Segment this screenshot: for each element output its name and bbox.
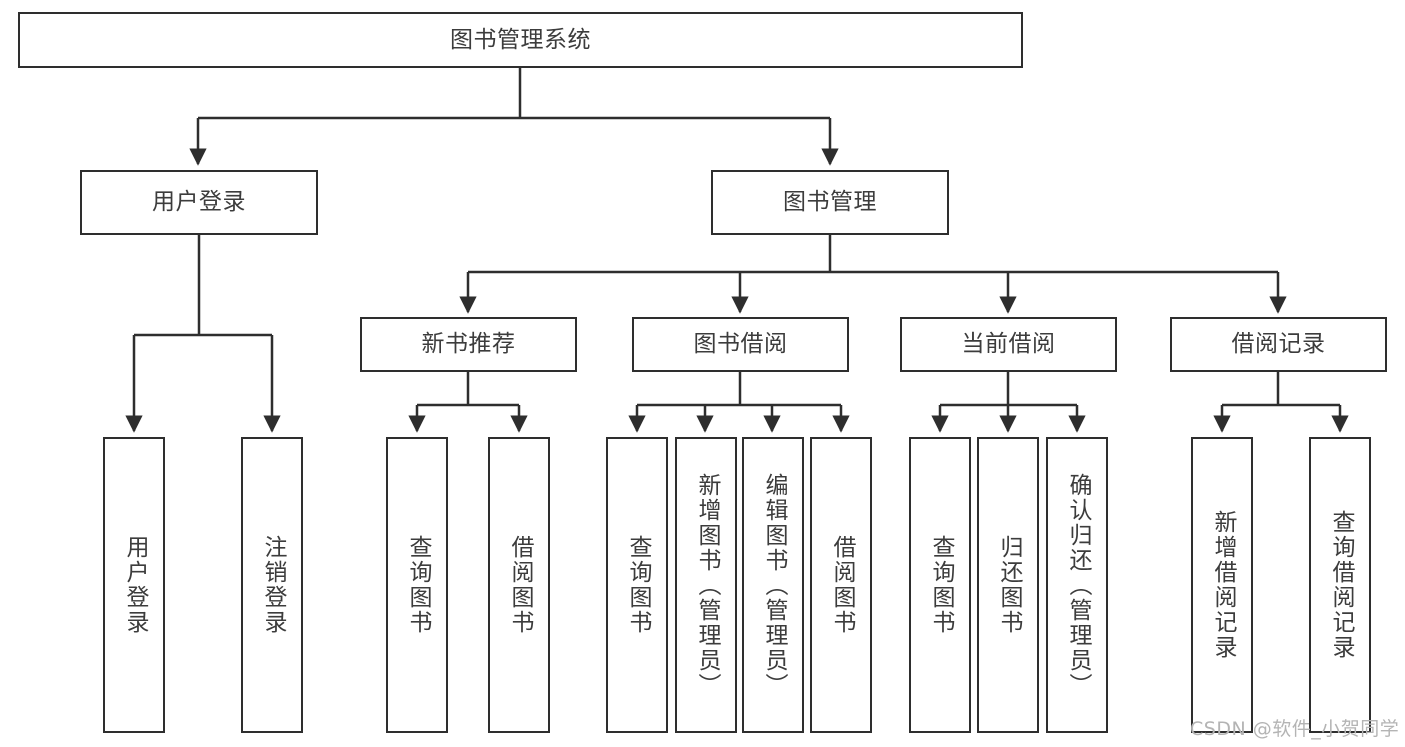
leaf-book-borrow-query-book[interactable]: 查询图书 [606,437,668,733]
leaf-current-borrow-return-book[interactable]: 归还图书 [977,437,1039,733]
node-label: 注销登录 [259,535,286,635]
node-label: 图书管理系统 [450,26,591,53]
node-user-login[interactable]: 用户登录 [80,170,318,235]
node-book-management[interactable]: 图书管理 [711,170,949,235]
node-root-book-management-system[interactable]: 图书管理系统 [18,12,1023,68]
node-label: 用户登录 [152,189,246,216]
node-label: 借阅图书 [506,535,533,635]
node-label: 新书推荐 [421,331,516,358]
node-label: 新增图书（管理员） [693,472,720,698]
node-new-book-recommend[interactable]: 新书推荐 [360,317,577,372]
node-borrow-record[interactable]: 借阅记录 [1170,317,1387,372]
node-label: 新增借阅记录 [1209,510,1236,660]
node-label: 确认归还（管理员） [1064,472,1091,698]
node-label: 当前借阅 [961,331,1056,358]
csdn-watermark: CSDN @软件_小贺同学 [1190,718,1400,740]
leaf-borrow-record-query-record[interactable]: 查询借阅记录 [1309,437,1371,733]
leaf-book-borrow-edit-book-admin[interactable]: 编辑图书（管理员） [742,437,804,733]
node-label: 查询借阅记录 [1327,510,1354,660]
node-label: 查询图书 [927,535,954,635]
node-label: 借阅图书 [828,535,855,635]
node-label: 图书管理 [783,189,877,216]
node-label: 图书借阅 [693,331,788,358]
leaf-book-borrow-borrow-book[interactable]: 借阅图书 [810,437,872,733]
leaf-current-borrow-confirm-return-admin[interactable]: 确认归还（管理员） [1046,437,1108,733]
node-label: 编辑图书（管理员） [760,472,787,698]
leaf-borrow-record-add-record[interactable]: 新增借阅记录 [1191,437,1253,733]
leaf-user-login-logout[interactable]: 注销登录 [241,437,303,733]
node-label: 借阅记录 [1231,331,1326,358]
leaf-book-borrow-add-book-admin[interactable]: 新增图书（管理员） [675,437,737,733]
leaf-current-borrow-query-book[interactable]: 查询图书 [909,437,971,733]
node-label: 归还图书 [995,535,1022,635]
node-label: 查询图书 [404,535,431,635]
node-book-borrow[interactable]: 图书借阅 [632,317,849,372]
node-current-borrow[interactable]: 当前借阅 [900,317,1117,372]
leaf-new-book-query-book[interactable]: 查询图书 [386,437,448,733]
node-label: 用户登录 [121,535,148,635]
leaf-new-book-borrow-book[interactable]: 借阅图书 [488,437,550,733]
leaf-user-login-login[interactable]: 用户登录 [103,437,165,733]
node-label: 查询图书 [624,535,651,635]
